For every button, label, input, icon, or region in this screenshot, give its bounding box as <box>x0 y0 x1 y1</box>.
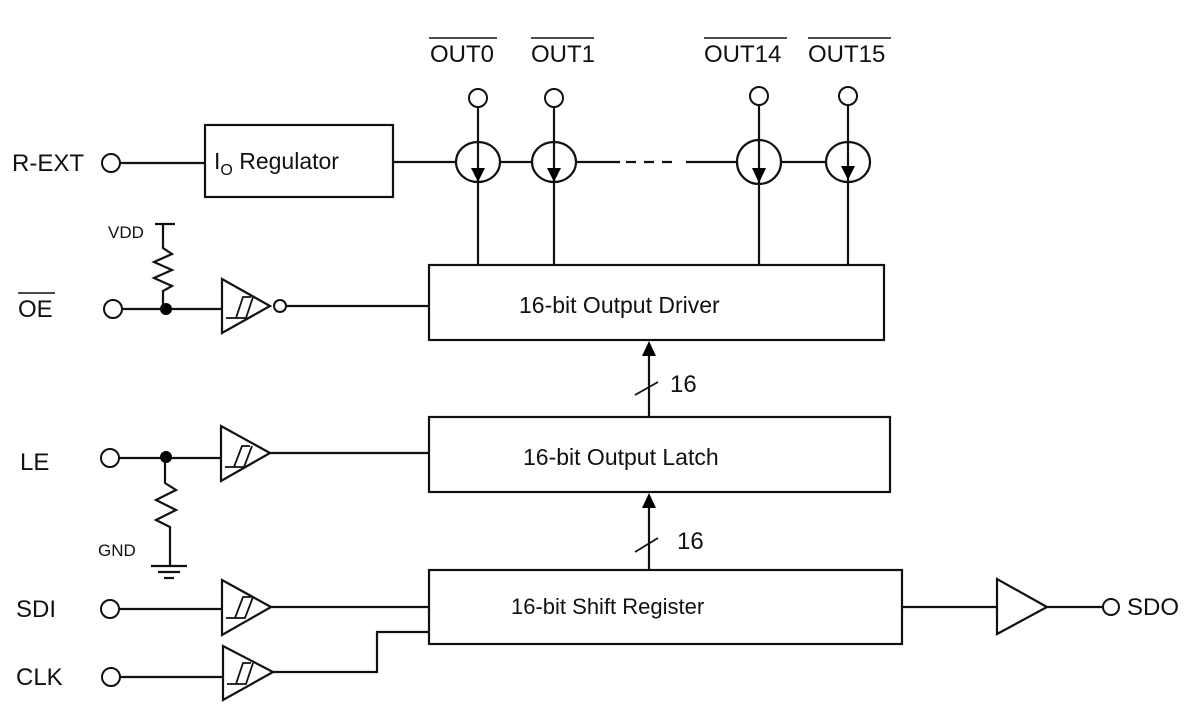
out1-pin[interactable] <box>544 88 564 108</box>
sdo-pin[interactable] <box>1102 598 1120 616</box>
arrow-down-icon <box>752 168 766 183</box>
oe-pin[interactable] <box>103 299 123 319</box>
out14-pin[interactable] <box>749 86 769 106</box>
ground-icon <box>151 564 187 580</box>
junction-dot <box>160 303 172 315</box>
bus-slash <box>634 537 659 553</box>
out14-label: OUT14 <box>704 41 781 68</box>
clk-label: CLK <box>16 664 63 691</box>
oe-schmitt-inverter <box>220 277 287 335</box>
le-label: LE <box>20 449 49 476</box>
out0-pin[interactable] <box>468 88 488 108</box>
output-driver-label: 16-bit Output Driver <box>519 292 720 318</box>
bus-width-label: 16 <box>670 371 697 398</box>
pulldown-resistor-icon <box>153 457 179 566</box>
output-driver-block: 16-bit Output Driver <box>427 263 886 342</box>
shift-register-block: 16-bit Shift Register <box>427 568 904 646</box>
output-latch-label: 16-bit Output Latch <box>523 444 719 470</box>
oe-label: OE <box>18 296 53 323</box>
le-pin[interactable] <box>100 448 120 468</box>
sdo-buffer <box>995 577 1050 636</box>
vdd-label: VDD <box>108 223 144 242</box>
arrow-down-icon <box>841 166 855 180</box>
output-label-out15: OUT15 <box>808 37 891 68</box>
current-source-out1 <box>530 88 578 265</box>
bus-slash <box>634 381 659 396</box>
sdi-label: SDI <box>16 596 56 623</box>
sdo-label: SDO <box>1127 594 1179 621</box>
io-regulator-label: IO Regulator <box>214 148 339 179</box>
out15-pin[interactable] <box>838 86 858 106</box>
pullup-resistor-icon <box>151 224 175 309</box>
current-source-out14 <box>735 86 783 265</box>
io-regulator-block: IO Regulator <box>203 123 395 199</box>
shift-register-label: 16-bit Shift Register <box>511 594 704 619</box>
current-source-out15 <box>824 86 872 265</box>
gnd-label: GND <box>98 541 136 560</box>
output-latch-block: 16-bit Output Latch <box>427 415 892 494</box>
output-label-out0: OUT0 <box>429 37 497 68</box>
out15-label: OUT15 <box>808 41 885 68</box>
clk-pin[interactable] <box>101 667 121 687</box>
out1-label: OUT1 <box>531 41 595 68</box>
arrow-up-icon <box>642 341 656 356</box>
rext-label: R-EXT <box>12 150 84 177</box>
out0-label: OUT0 <box>430 41 494 68</box>
arrow-down-icon <box>471 168 485 182</box>
output-label-out14: OUT14 <box>704 37 787 68</box>
sdi-pin[interactable] <box>100 599 120 619</box>
rext-pin[interactable] <box>101 153 121 173</box>
le-schmitt-buffer <box>219 424 273 483</box>
current-source-out0 <box>454 88 502 265</box>
arrow-down-icon <box>547 168 561 182</box>
bus-width-label: 16 <box>677 528 704 555</box>
sdi-schmitt-buffer <box>220 578 274 637</box>
clk-schmitt-buffer <box>221 644 276 702</box>
output-label-out1: OUT1 <box>531 37 595 68</box>
arrow-up-icon <box>642 493 656 508</box>
clk-wire <box>273 630 429 674</box>
